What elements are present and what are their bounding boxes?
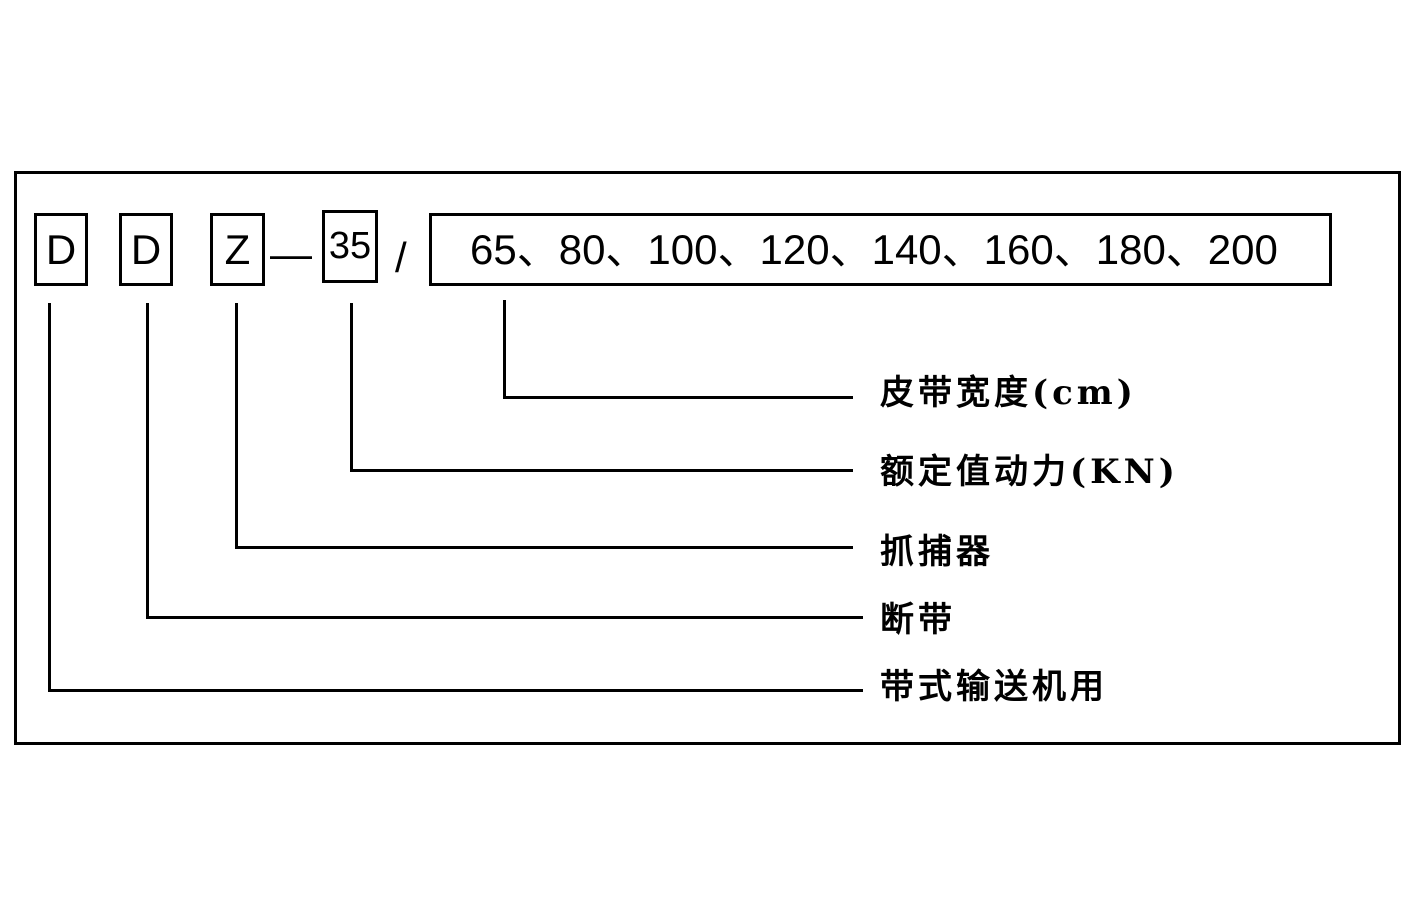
code-dash: — xyxy=(270,230,312,277)
leader-belt-width-vertical xyxy=(503,300,506,399)
label-belt-conveyor: 带式输送机用 xyxy=(880,667,1108,707)
leader-belt-conveyor-horizontal xyxy=(48,689,863,692)
leader-broken-belt-vertical xyxy=(146,303,149,619)
code-slash: / xyxy=(395,234,407,281)
leader-belt-width-horizontal xyxy=(503,396,853,399)
code-letter-z: Z xyxy=(210,213,265,286)
code-letter-d-first: D xyxy=(34,213,88,286)
code-letter-d-second: D xyxy=(119,213,173,286)
belt-widths-text: 65、80、100、120、140、160、180、200 xyxy=(470,225,1278,273)
code-belt-widths: 65、80、100、120、140、160、180、200 xyxy=(429,213,1332,286)
label-rated-force: 额定值动力(KN) xyxy=(880,452,1179,492)
code-force-value: 35 xyxy=(322,210,378,283)
leader-rated-force-horizontal xyxy=(350,469,853,472)
leader-broken-belt-horizontal xyxy=(146,616,863,619)
label-belt-width: 皮带宽度(cm) xyxy=(880,373,1137,413)
leader-catcher-vertical xyxy=(235,303,238,549)
leader-rated-force-vertical xyxy=(350,303,353,472)
leader-belt-conveyor-vertical xyxy=(48,303,51,692)
label-catcher: 抓捕器 xyxy=(880,532,994,572)
label-broken-belt: 断带 xyxy=(880,600,956,640)
diagram-frame xyxy=(14,171,1401,745)
leader-catcher-horizontal xyxy=(235,546,853,549)
